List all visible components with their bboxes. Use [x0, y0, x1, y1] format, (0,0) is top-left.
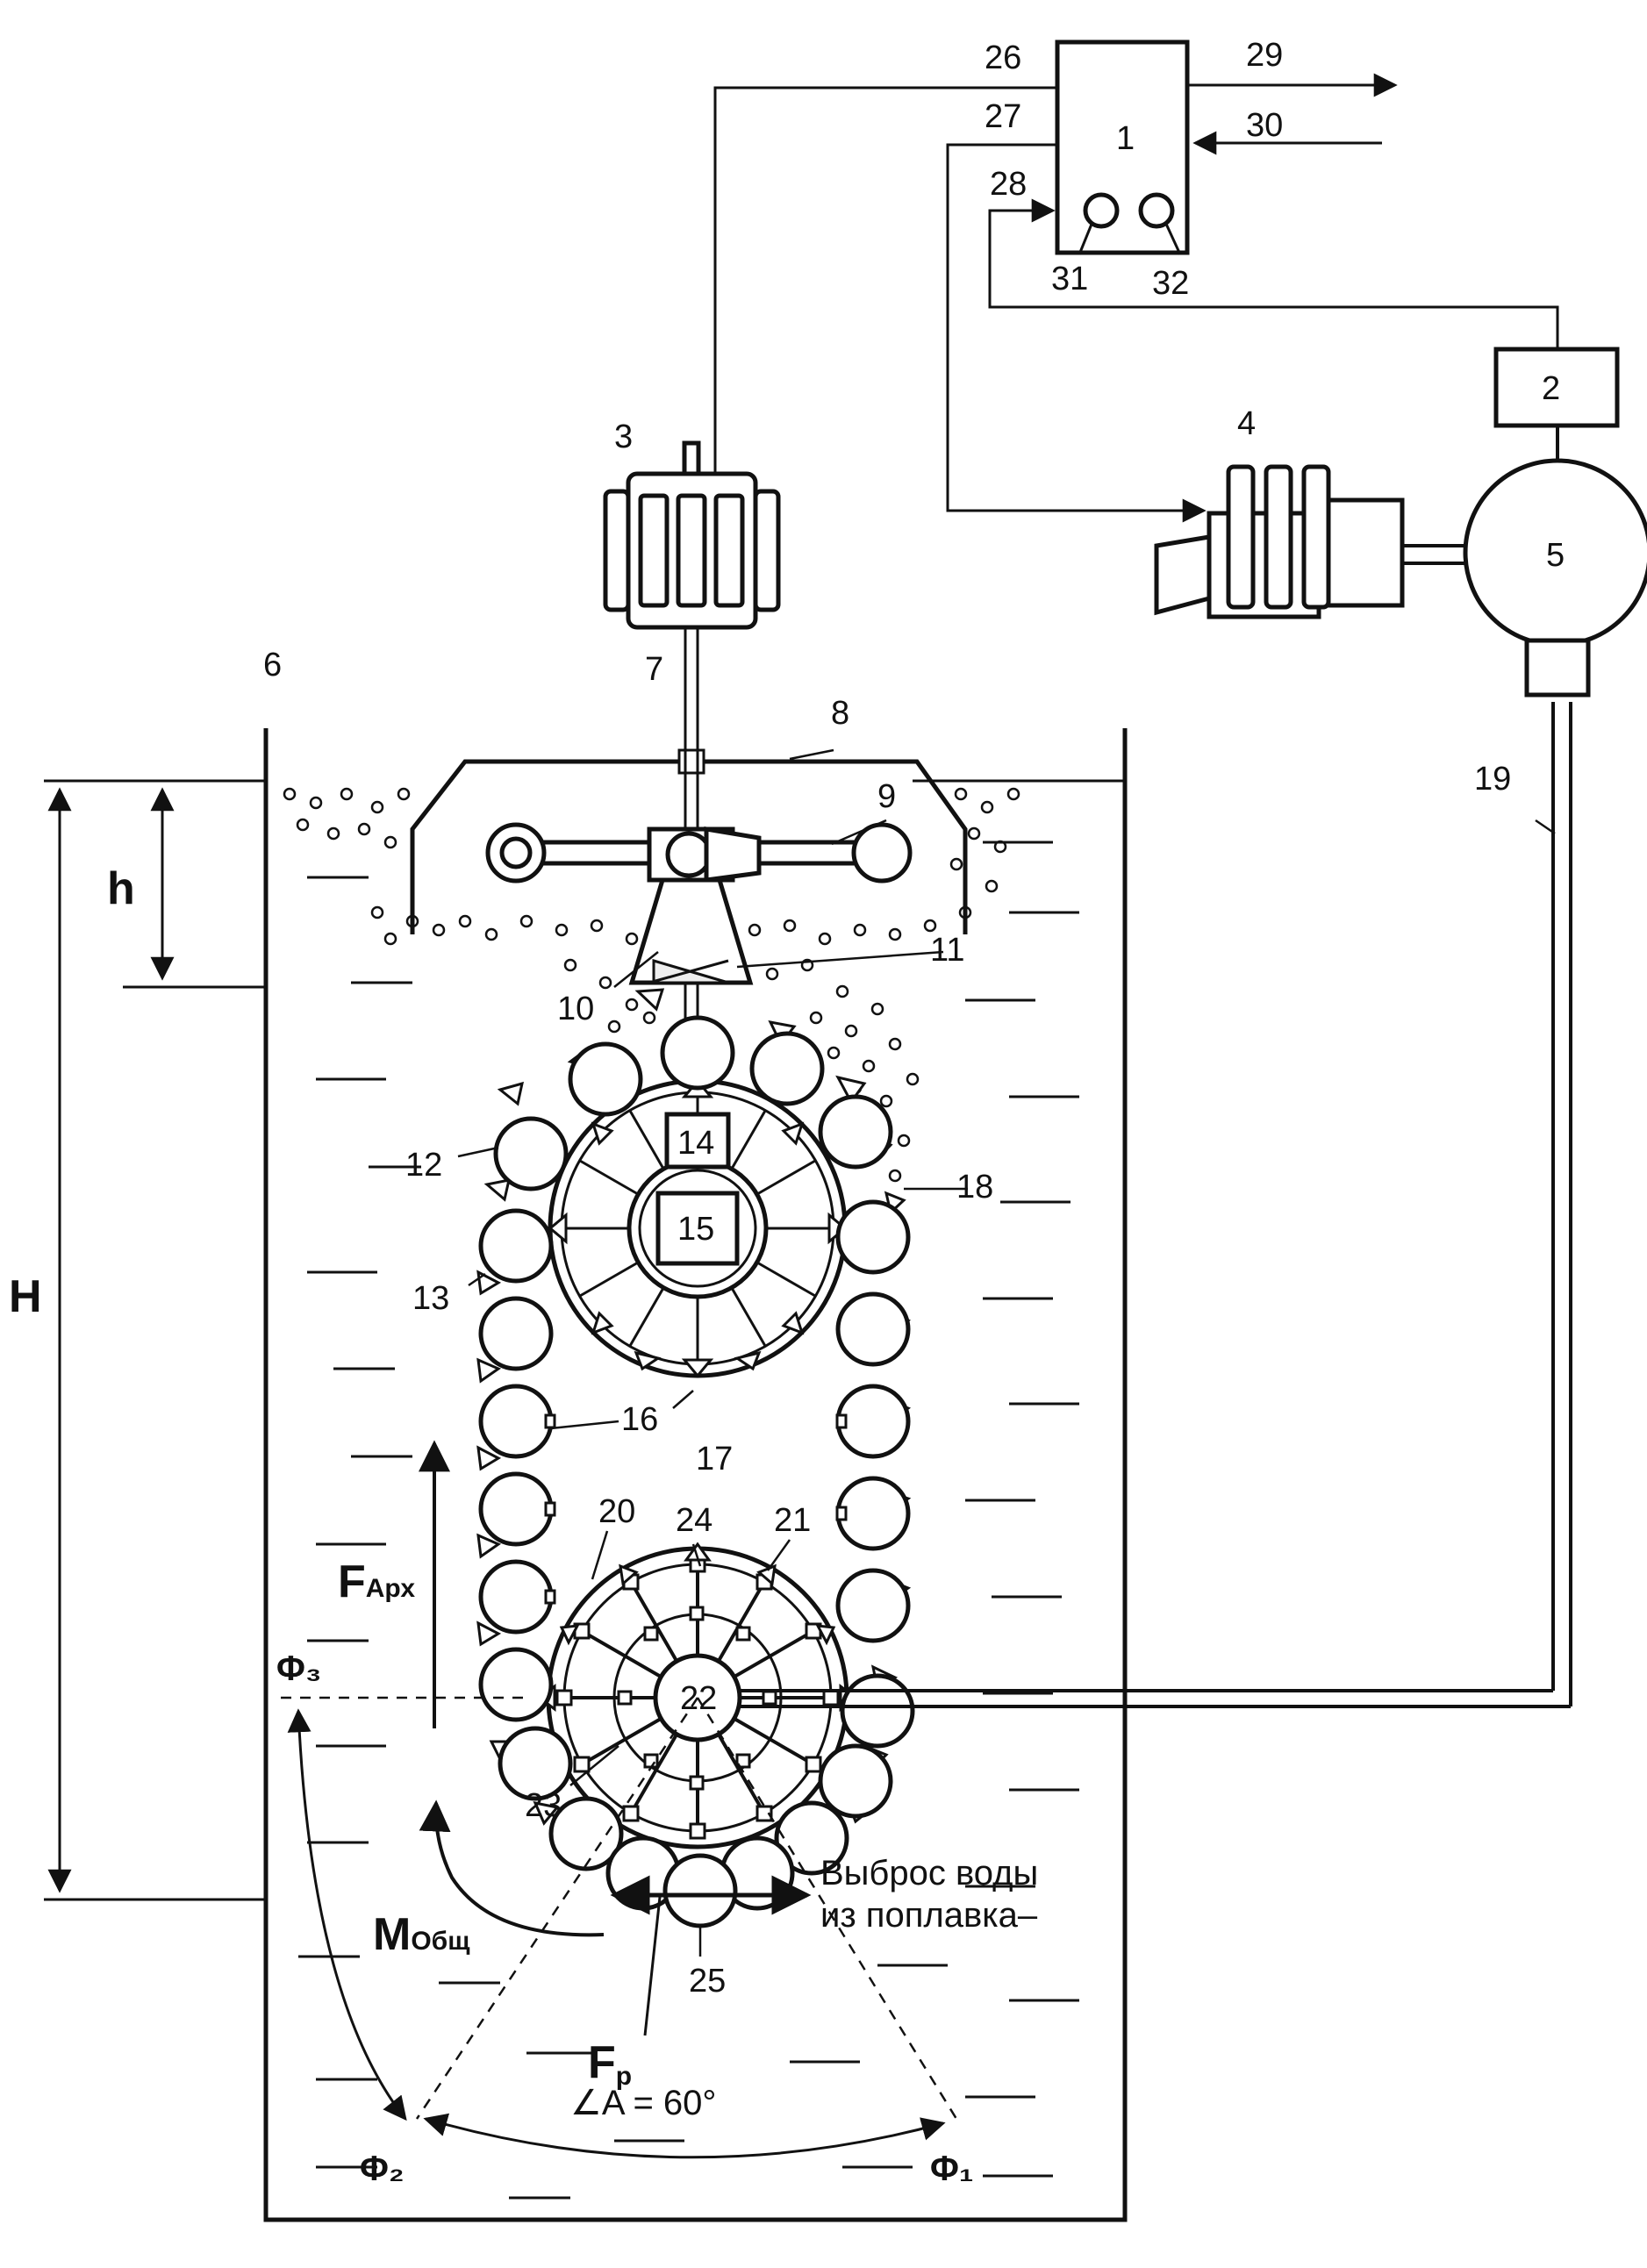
label-14: 14	[677, 1125, 714, 1162]
label-9: 9	[877, 778, 896, 815]
label-angle: ∠A = 60°	[570, 2084, 716, 2122]
label-13: 13	[412, 1280, 449, 1317]
caption-water-1: Выброс воды	[820, 1854, 1038, 1892]
label-19: 19	[1474, 761, 1511, 798]
controller-1	[1055, 39, 1190, 255]
engine-4	[1154, 464, 1405, 619]
water-surface-lines	[44, 779, 1125, 1901]
angle-arc	[423, 2113, 946, 2159]
label-phi3: Φ₃	[276, 1649, 321, 1688]
box-2	[1493, 347, 1620, 428]
label-f-arch: FАрх	[338, 1556, 415, 1607]
label-32: 32	[1152, 265, 1189, 302]
label-h: h	[107, 863, 135, 914]
label-28: 28	[990, 166, 1027, 203]
label-18: 18	[956, 1169, 993, 1206]
label-2: 2	[1542, 370, 1560, 407]
air-bubbles	[283, 787, 1020, 1183]
coupling-8	[677, 748, 705, 775]
label-26: 26	[985, 39, 1021, 76]
label-leaders	[457, 748, 1556, 1957]
label-1: 1	[1116, 120, 1135, 157]
label-7: 7	[645, 651, 663, 688]
label-29: 29	[1246, 37, 1283, 74]
label-4: 4	[1237, 405, 1256, 442]
label-15: 15	[677, 1211, 714, 1248]
label-16: 16	[621, 1401, 658, 1438]
label-8: 8	[831, 695, 849, 732]
label-phi1: Φ₁	[930, 2150, 973, 2188]
label-3: 3	[614, 419, 633, 455]
upper-wheel-spokes	[562, 1092, 834, 1364]
label-5: 5	[1546, 537, 1565, 574]
label-21: 21	[774, 1502, 811, 1539]
funnel-10	[628, 877, 754, 985]
generator-3	[603, 440, 781, 630]
rotor-arm-9	[485, 822, 913, 884]
float-chain-12	[476, 988, 915, 1928]
total-moment-arrow	[419, 1799, 605, 1937]
label-6: 6	[263, 647, 282, 683]
box-14	[664, 1112, 731, 1170]
caption-water-2: из поплавка–	[820, 1896, 1038, 1935]
label-17: 17	[696, 1441, 733, 1477]
label-12: 12	[405, 1147, 442, 1184]
label-25: 25	[689, 1963, 726, 2000]
label-24: 24	[676, 1502, 713, 1539]
label-H: H	[9, 1271, 42, 1322]
label-22: 22	[680, 1680, 717, 1717]
label-20: 20	[598, 1493, 635, 1530]
coupling-4-5	[1402, 544, 1465, 565]
label-f-jet: Fр	[588, 2037, 632, 2091]
label-23: 23	[525, 1787, 562, 1824]
air-pipe-19	[740, 702, 1572, 1708]
label-31: 31	[1051, 261, 1088, 297]
label-30: 30	[1246, 107, 1283, 144]
control-wires	[713, 73, 1559, 523]
label-phi2: Φ₂	[360, 2150, 405, 2188]
tank-6	[263, 728, 1128, 2222]
controller-leaders	[1078, 221, 1182, 255]
compressor-5	[1463, 458, 1647, 698]
label-11: 11	[930, 932, 964, 969]
angle-construction	[281, 1696, 958, 2120]
float-valves-16	[544, 1413, 848, 1605]
box-15	[655, 1191, 740, 1266]
label-m-total: MОбщ	[373, 1909, 470, 1960]
phi-arc	[287, 1708, 407, 2121]
jet-leader	[643, 1896, 662, 2036]
label-10: 10	[557, 991, 594, 1027]
label-27: 27	[985, 98, 1021, 135]
